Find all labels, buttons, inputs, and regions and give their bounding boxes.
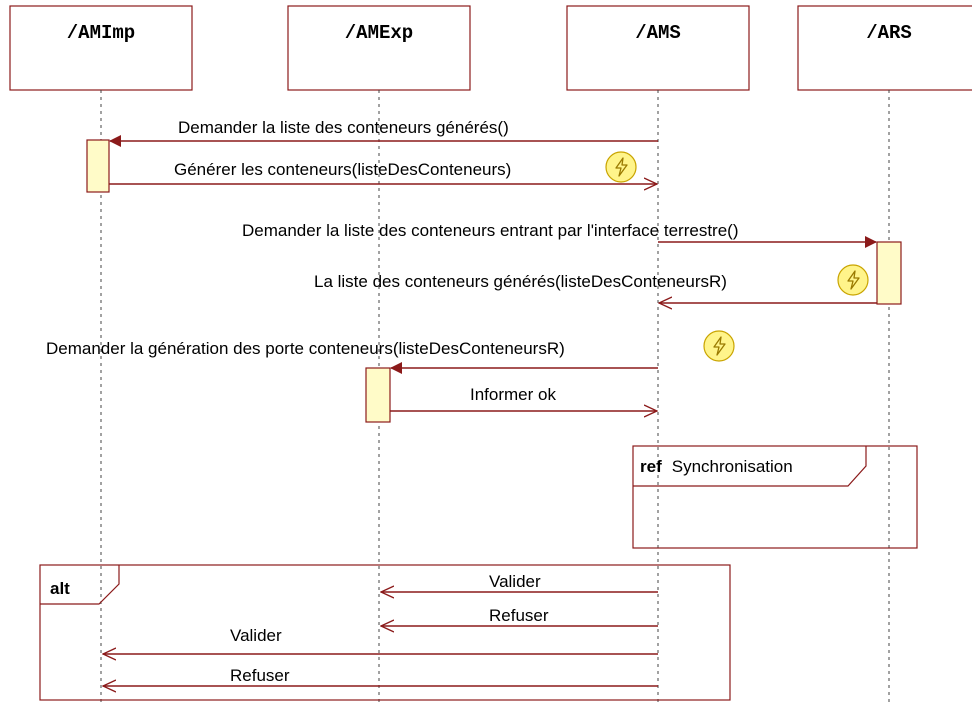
message-4-label: La liste des conteneurs générés(listeDes… bbox=[314, 272, 727, 291]
message-1[interactable]: Demander la liste des conteneurs générés… bbox=[109, 118, 658, 147]
ref-frame[interactable]: ref Synchronisation bbox=[632, 445, 918, 549]
message-8[interactable]: Refuser bbox=[381, 606, 658, 626]
message-8-label: Refuser bbox=[489, 606, 549, 625]
message-7[interactable]: Valider bbox=[381, 572, 658, 592]
svg-text:ref Synchronisation: ref Synchronisation bbox=[640, 457, 793, 476]
lifeline-amexp-title: /AMExp bbox=[345, 22, 413, 44]
async-icon bbox=[837, 264, 869, 296]
message-2-label: Générer les conteneurs(listeDesConteneur… bbox=[174, 160, 511, 179]
message-2[interactable]: Générer les conteneurs(listeDesConteneur… bbox=[109, 151, 657, 184]
message-3-label: Demander la liste des conteneurs entrant… bbox=[242, 221, 738, 240]
message-10-label: Refuser bbox=[230, 666, 290, 685]
message-7-label: Valider bbox=[489, 572, 541, 591]
message-9[interactable]: Valider bbox=[103, 626, 658, 654]
message-4[interactable]: La liste des conteneurs générés(listeDes… bbox=[314, 264, 877, 303]
message-1-label: Demander la liste des conteneurs générés… bbox=[178, 118, 509, 137]
lifeline-ams[interactable]: /AMS bbox=[566, 5, 750, 704]
ref-name: Synchronisation bbox=[672, 457, 793, 476]
message-6-label: Informer ok bbox=[470, 385, 556, 404]
lifeline-amimp[interactable]: /AMImp bbox=[9, 5, 193, 704]
message-10[interactable]: Refuser bbox=[103, 666, 658, 686]
alt-frame[interactable]: alt bbox=[39, 564, 731, 701]
message-5-label: Demander la génération des porte contene… bbox=[46, 339, 565, 358]
lifeline-ars[interactable]: /ARS bbox=[797, 5, 972, 704]
async-icon bbox=[703, 330, 735, 362]
lifeline-ars-title: /ARS bbox=[866, 22, 912, 44]
ref-keyword: ref bbox=[640, 457, 662, 476]
message-9-label: Valider bbox=[230, 626, 282, 645]
lifeline-amimp-title: /AMImp bbox=[67, 22, 135, 44]
message-3[interactable]: Demander la liste des conteneurs entrant… bbox=[242, 221, 877, 248]
activation-amimp bbox=[86, 139, 110, 193]
async-icon bbox=[605, 151, 637, 183]
activation-amexp bbox=[365, 367, 391, 423]
message-5[interactable]: Demander la génération des porte contene… bbox=[46, 330, 735, 374]
activation-ars bbox=[876, 241, 902, 305]
lifeline-ams-title: /AMS bbox=[635, 22, 681, 44]
alt-keyword: alt bbox=[50, 579, 70, 598]
message-6[interactable]: Informer ok bbox=[390, 385, 657, 411]
lifeline-amexp[interactable]: /AMExp bbox=[287, 5, 471, 704]
